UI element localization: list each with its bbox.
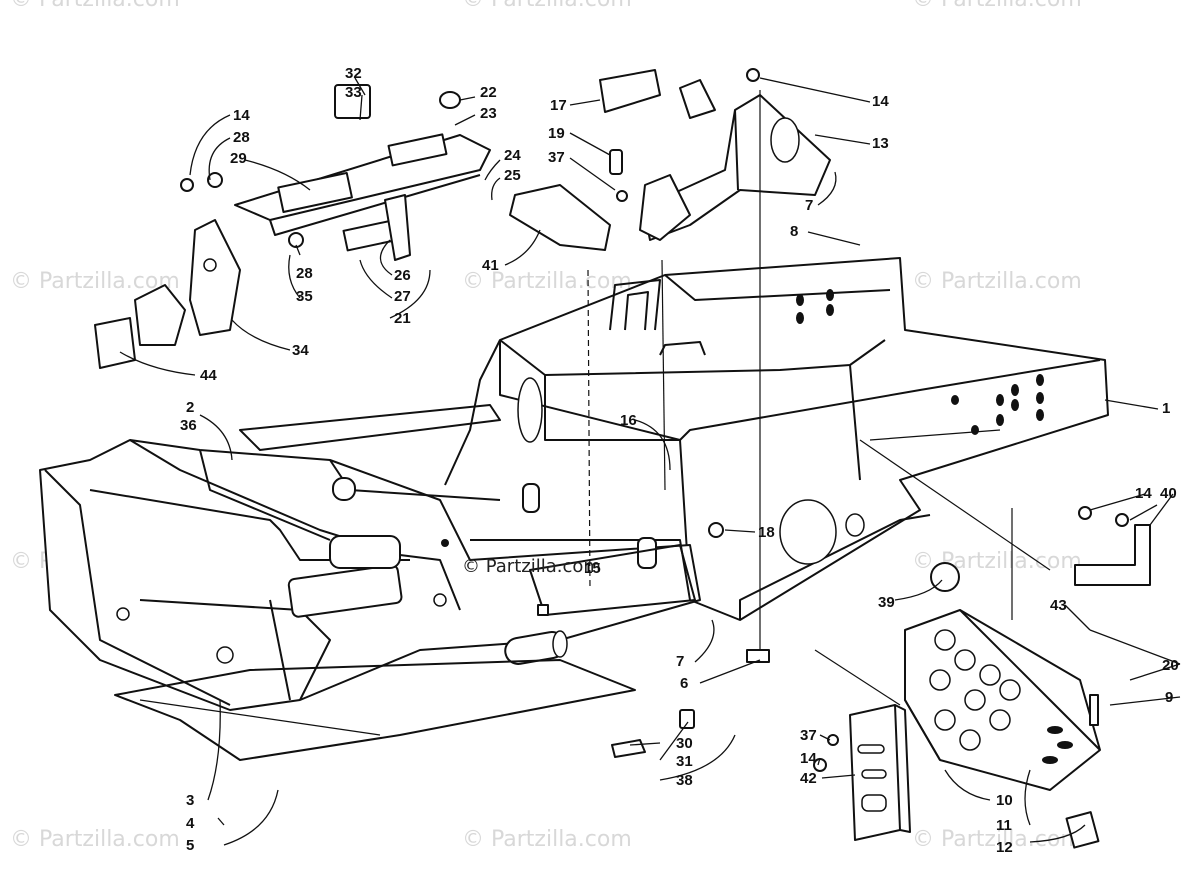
- callout-11[interactable]: 11: [996, 817, 1012, 834]
- callout-15[interactable]: 15: [584, 560, 601, 577]
- callout-19[interactable]: 19: [548, 125, 565, 142]
- callout-14-top[interactable]: 14: [872, 93, 889, 110]
- watermark-mid-left: © Partzilla.com: [10, 269, 180, 294]
- callout-2[interactable]: 2: [186, 399, 194, 416]
- callout-39[interactable]: 39: [878, 594, 895, 611]
- watermarks: © Partzilla.com © Partzilla.com © Partzi…: [10, 0, 1082, 852]
- watermark-bottom-center: © Partzilla.com: [462, 827, 632, 852]
- callout-24[interactable]: 24: [504, 147, 521, 164]
- callout-36[interactable]: 36: [180, 417, 197, 434]
- watermark-bottom-left: © Partzilla.com: [10, 827, 180, 852]
- callout-31[interactable]: 31: [676, 753, 693, 770]
- callout-labels: 32 33 22 23 14 28 29 24 25 28 35 26 27 2…: [180, 65, 1179, 856]
- callout-37-lower[interactable]: 37: [800, 727, 817, 744]
- callout-18[interactable]: 18: [758, 524, 775, 541]
- bracket-41: [509, 184, 611, 251]
- callout-38[interactable]: 38: [676, 772, 693, 789]
- watermark-top-center: © Partzilla.com: [462, 0, 632, 12]
- skid-plate: [904, 609, 1101, 849]
- alignment-lines: [587, 90, 1051, 706]
- callout-8[interactable]: 8: [790, 223, 798, 240]
- callout-35[interactable]: 35: [296, 288, 313, 305]
- leader-lines: [119, 77, 1181, 846]
- callout-29[interactable]: 29: [230, 150, 247, 167]
- callout-42[interactable]: 42: [800, 770, 817, 787]
- callout-9[interactable]: 9: [1165, 689, 1173, 706]
- callout-21[interactable]: 21: [394, 310, 411, 327]
- callout-5[interactable]: 5: [186, 837, 194, 854]
- callout-12[interactable]: 12: [996, 839, 1013, 856]
- callout-28-lower[interactable]: 28: [296, 265, 313, 282]
- watermark-top-left: © Partzilla.com: [10, 0, 180, 12]
- center-watermark: © Partzilla.com: [462, 556, 601, 577]
- watermark-mid-center: © Partzilla.com: [462, 269, 632, 294]
- callout-4[interactable]: 4: [186, 815, 195, 832]
- callout-7-upper[interactable]: 7: [805, 197, 813, 214]
- seat-support-33: [234, 84, 491, 261]
- bracket-42: [849, 704, 911, 841]
- callout-16[interactable]: 16: [620, 412, 637, 429]
- callout-28-upper[interactable]: 28: [233, 129, 250, 146]
- fasteners: [180, 68, 1129, 772]
- callout-33[interactable]: 33: [345, 84, 362, 101]
- callout-34[interactable]: 34: [292, 342, 309, 359]
- callout-13[interactable]: 13: [872, 135, 889, 152]
- callout-14-lower[interactable]: 14: [800, 750, 817, 767]
- callout-27[interactable]: 27: [394, 288, 411, 305]
- callout-20[interactable]: 20: [1162, 657, 1179, 674]
- callout-3[interactable]: 3: [186, 792, 194, 809]
- callout-41[interactable]: 41: [482, 257, 499, 274]
- callout-14-right[interactable]: 14: [1135, 485, 1152, 502]
- watermark-top-right: © Partzilla.com: [912, 0, 1082, 12]
- callout-23[interactable]: 23: [480, 105, 497, 122]
- callout-25[interactable]: 25: [504, 167, 521, 184]
- belly-pan: [114, 659, 636, 761]
- watermark-mid-right: © Partzilla.com: [912, 269, 1082, 294]
- callout-43[interactable]: 43: [1050, 597, 1067, 614]
- callout-17[interactable]: 17: [550, 97, 567, 114]
- callout-40[interactable]: 40: [1160, 485, 1177, 502]
- callout-44[interactable]: 44: [200, 367, 217, 384]
- callout-7-lower[interactable]: 7: [676, 653, 684, 670]
- callout-14-upper-left[interactable]: 14: [233, 107, 250, 124]
- callout-6[interactable]: 6: [680, 675, 688, 692]
- callout-10[interactable]: 10: [996, 792, 1013, 809]
- callout-30[interactable]: 30: [676, 735, 693, 752]
- callout-26[interactable]: 26: [394, 267, 411, 284]
- frame-tunnel: [499, 257, 1109, 621]
- bracket-34: [94, 219, 241, 369]
- steering-support-13: [599, 69, 831, 241]
- callout-32[interactable]: 32: [345, 65, 362, 82]
- callout-1[interactable]: 1: [1162, 400, 1170, 417]
- callout-22[interactable]: 22: [480, 84, 497, 101]
- callout-37-upper[interactable]: 37: [548, 149, 565, 166]
